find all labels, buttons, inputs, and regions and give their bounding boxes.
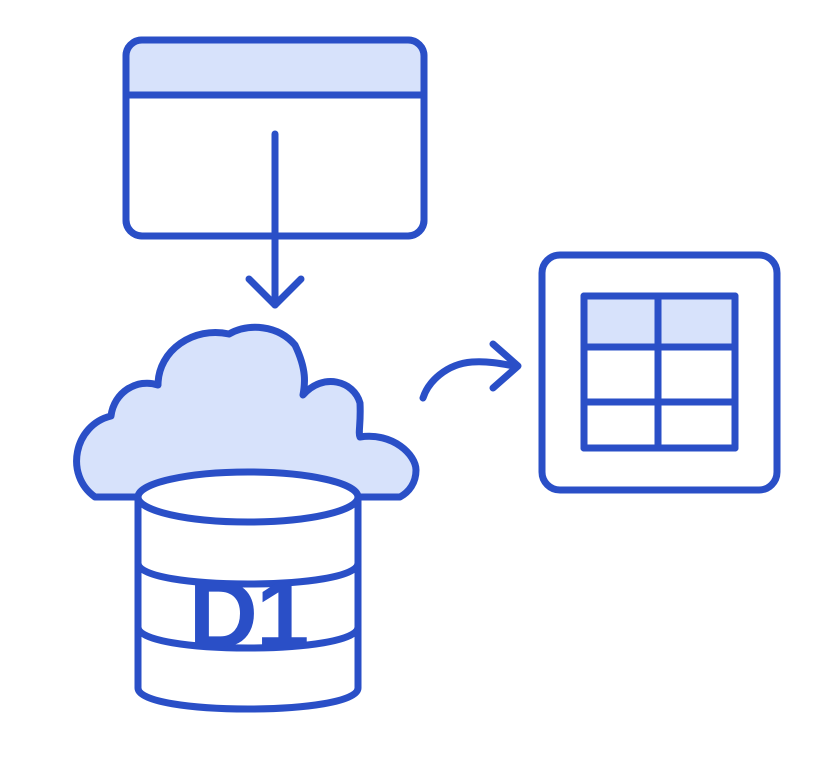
arrow-down-icon — [245, 130, 305, 309]
database-cylinder-icon: D1 — [134, 468, 362, 713]
table-grid-icon — [538, 251, 781, 494]
database-label: D1 — [189, 561, 308, 668]
cloud-icon — [73, 323, 420, 501]
curved-arrow-right-icon — [419, 340, 522, 402]
